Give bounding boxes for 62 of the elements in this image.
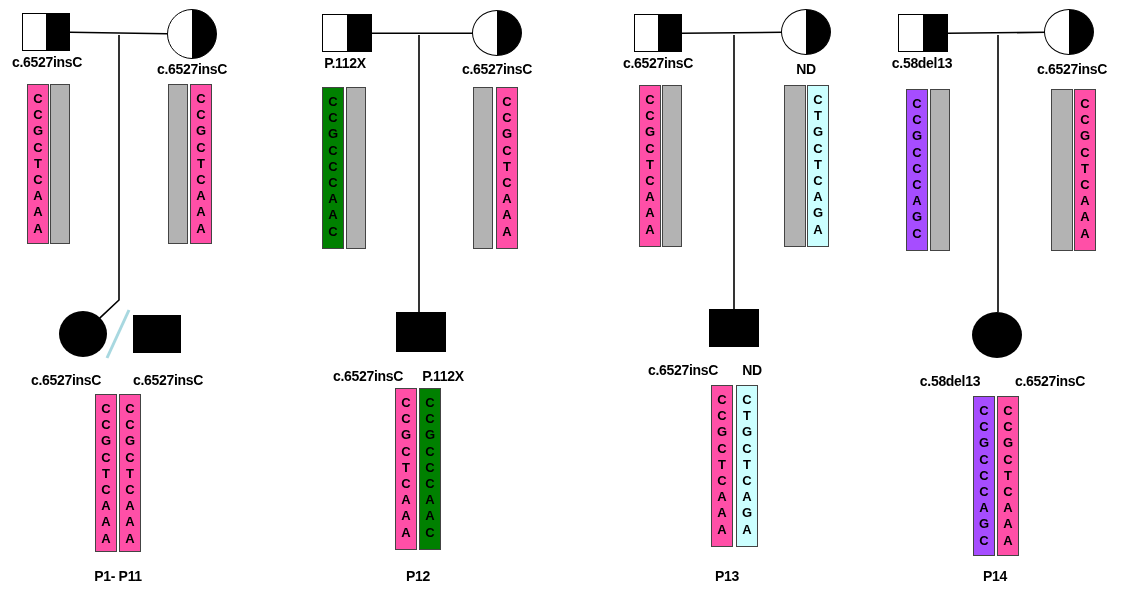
family-label: P14 — [983, 568, 1007, 584]
affected-male-symbol — [133, 315, 181, 353]
mutation-label: c.6527insC — [332, 368, 404, 384]
carrier-male-symbol — [22, 13, 70, 51]
blank-haplotype-bar — [1051, 89, 1073, 251]
haplotype-bar: C C G C C C A A C — [419, 388, 441, 550]
mutation-label: P.112X — [324, 55, 366, 71]
descent-line — [418, 34, 420, 313]
haplotype-bar: C C G C T C A A A — [711, 385, 733, 547]
descent-line — [997, 34, 999, 313]
affected-female-symbol — [972, 312, 1022, 358]
carrier-female-symbol — [1044, 9, 1094, 55]
haplotype-bar: C C G C T C A A A — [997, 396, 1019, 556]
carrier-female-symbol — [167, 9, 217, 59]
mutation-label: c.6527insC — [132, 372, 204, 388]
blank-haplotype-bar — [473, 87, 493, 249]
blank-haplotype-bar — [784, 85, 806, 247]
mating-line — [69, 31, 168, 35]
haplotype-bar: C C G C T C A A A — [95, 394, 117, 552]
carrier-male-symbol — [634, 14, 682, 52]
family-label: P1- P11 — [94, 568, 142, 584]
carrier-male-symbol — [898, 14, 948, 52]
mutation-label: c.6527insC — [461, 61, 533, 77]
haplotype-bar: C C G C T C A A A — [1074, 89, 1096, 251]
mutation-label: c.6527insC — [647, 362, 719, 378]
haplotype-bar: C C G C T C A A A — [639, 85, 661, 247]
haplotype-bar: C C G C T C A A A — [395, 388, 417, 550]
mutation-label: c.6527insC — [1014, 373, 1086, 389]
mutation-label: c.6527insC — [1036, 61, 1108, 77]
haplotype-bar: C C G C C C A G C — [973, 396, 995, 556]
affected-male-symbol — [709, 309, 759, 347]
affected-female-symbol — [59, 311, 107, 357]
descent-line — [733, 34, 735, 310]
mutation-label: ND — [796, 61, 816, 77]
mutation-label: c.6527insC — [30, 372, 102, 388]
carrier-male-symbol — [322, 14, 372, 52]
mutation-label: c.58del13 — [919, 373, 981, 389]
affected-male-symbol — [396, 312, 446, 352]
mutation-label: c.58del13 — [891, 55, 953, 71]
blank-haplotype-bar — [930, 89, 950, 251]
descent-line — [98, 34, 120, 319]
haplotype-bar: C C G C T C A A A — [496, 87, 518, 249]
blank-haplotype-bar — [168, 84, 188, 244]
blank-haplotype-bar — [662, 85, 682, 247]
carrier-female-symbol — [472, 10, 522, 56]
haplotype-bar: C C G C T C A A A — [190, 84, 212, 244]
haplotype-bar: C C G C C C A G C — [906, 89, 928, 251]
mutation-label: c.6527insC — [11, 54, 83, 70]
haplotype-bar: C C G C T C A A A — [119, 394, 141, 552]
mutation-label: c.6527insC — [156, 61, 228, 77]
mutation-label: ND — [742, 362, 762, 378]
family-label: P12 — [406, 568, 430, 584]
haplotype-bar: C T G C T C A G A — [736, 385, 758, 547]
family-label: P13 — [715, 568, 739, 584]
mutation-label: c.6527insC — [622, 55, 694, 71]
haplotype-bar: C C G C T C A A A — [27, 84, 49, 244]
carrier-female-symbol — [781, 9, 831, 55]
blank-haplotype-bar — [50, 84, 70, 244]
haplotype-bar: C C G C C C A A C — [322, 87, 344, 249]
blank-haplotype-bar — [346, 87, 366, 249]
mutation-label: P.112X — [422, 368, 464, 384]
haplotype-bar: C T G C T C A G A — [807, 85, 829, 247]
